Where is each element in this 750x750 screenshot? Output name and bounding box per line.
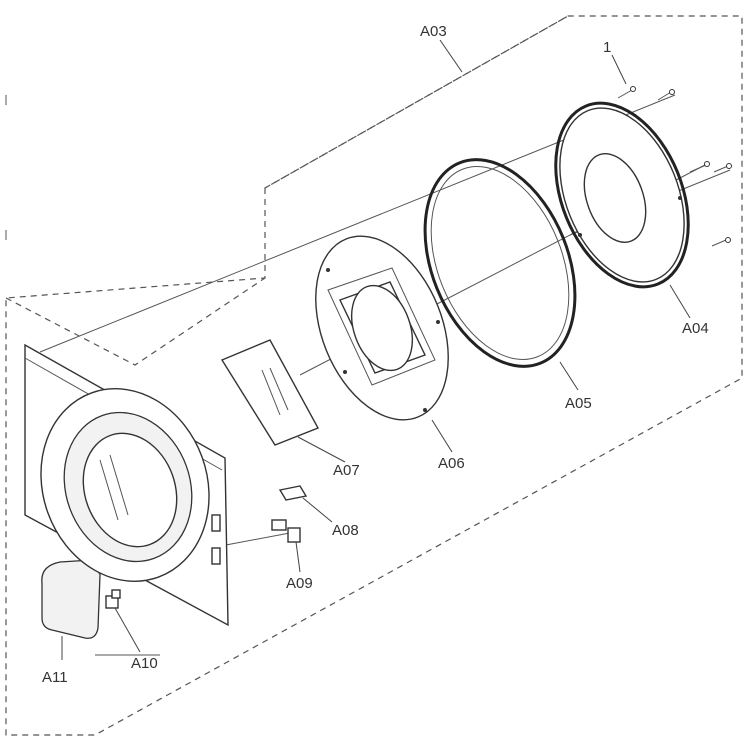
label-a11: A11 xyxy=(42,669,68,686)
screw-icon xyxy=(711,237,731,247)
part-a11-handle xyxy=(41,559,101,660)
assembly-boundary xyxy=(5,15,743,736)
label-a06: A06 xyxy=(438,455,465,472)
part-a09-hinge xyxy=(271,519,301,573)
label-screw: 1 xyxy=(603,39,611,56)
label-a05: A05 xyxy=(565,395,592,412)
label-a09: A09 xyxy=(286,575,313,592)
label-a03: A03 xyxy=(420,23,447,40)
screw-icon xyxy=(617,86,636,99)
part-a04-outer-ring xyxy=(554,101,691,319)
screw-icon xyxy=(689,161,710,173)
part-a05-gasket xyxy=(423,158,579,391)
label-a08: A08 xyxy=(332,522,359,539)
screw-icon xyxy=(713,163,732,173)
label-a07: A07 xyxy=(333,462,360,479)
part-front-panel xyxy=(24,343,229,627)
part-a08-bar xyxy=(278,485,333,523)
label-a04: A04 xyxy=(682,320,709,337)
part-1-screws xyxy=(611,54,732,247)
screw-icon xyxy=(657,89,675,101)
part-labels: A03 1 A04 A05 A06 A07 A08 A09 A10 A11 xyxy=(42,23,709,686)
part-a10-latch xyxy=(105,589,141,653)
part-a06-inner-frame xyxy=(315,235,453,453)
label-a10: A10 xyxy=(131,655,158,672)
part-a07-glass xyxy=(220,339,346,463)
